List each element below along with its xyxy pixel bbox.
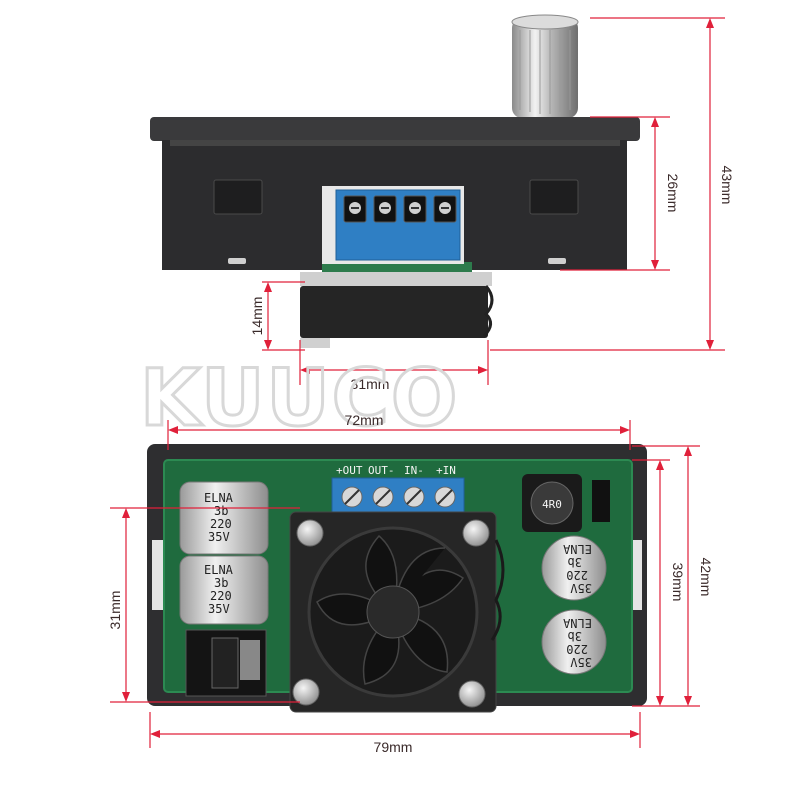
terminal-label-out-minus: OUT- bbox=[368, 464, 395, 477]
screw-icon bbox=[296, 519, 324, 547]
dimension-arrows-board bbox=[122, 426, 692, 738]
screw-icon bbox=[462, 519, 490, 547]
capacitor-value: 220 bbox=[566, 642, 588, 656]
capacitor-brand: ELNA bbox=[204, 563, 234, 577]
input-output-terminal: +OUT OUT- IN- +IN bbox=[331, 464, 465, 513]
dimension-lines-board bbox=[110, 420, 700, 748]
terminal-label-out-plus: +OUT bbox=[336, 464, 363, 477]
dimension-label-42mm: 42mm bbox=[698, 558, 714, 597]
capacitor-series: 3b bbox=[214, 504, 228, 518]
potentiometer-knob bbox=[511, 14, 579, 118]
dimension-label-79mm: 79mm bbox=[374, 739, 413, 755]
board-view: +OUT OUT- IN- +IN 4R0 ELNA 3b 220 35V EL… bbox=[147, 444, 647, 713]
inductor-label: 4R0 bbox=[542, 498, 562, 511]
dimension-label-39mm: 39mm bbox=[670, 563, 686, 602]
capacitor-value: 220 bbox=[210, 517, 232, 531]
dimension-arrows-side bbox=[264, 18, 714, 374]
terminal-label-in-plus: +IN bbox=[436, 464, 456, 477]
capacitor-right-top: 35V 220 3b ELNA bbox=[541, 535, 607, 601]
capacitor-voltage: 35V bbox=[208, 602, 230, 616]
capacitor-voltage: 35V bbox=[208, 530, 230, 544]
cooling-fan-side bbox=[300, 272, 494, 348]
dimension-lines-side bbox=[262, 17, 725, 385]
capacitor-left-top: ELNA 3b 220 35V bbox=[179, 481, 269, 555]
capacitor-brand: ELNA bbox=[204, 491, 234, 505]
mounting-clip bbox=[213, 179, 579, 215]
transformer bbox=[185, 629, 267, 697]
capacitor-brand: ELNA bbox=[562, 616, 592, 630]
capacitor-voltage: 35V bbox=[570, 581, 592, 595]
capacitor-value: 220 bbox=[566, 568, 588, 582]
dimension-label-26mm: 26mm bbox=[665, 174, 681, 213]
terminal-label-in-minus: IN- bbox=[404, 464, 424, 477]
dimension-label-14mm: 14mm bbox=[249, 297, 265, 336]
capacitor-brand: ELNA bbox=[562, 542, 592, 556]
inductor: 4R0 bbox=[522, 474, 582, 532]
front-bezel bbox=[150, 117, 640, 141]
cooling-fan bbox=[289, 511, 505, 713]
pcb-edge bbox=[322, 262, 472, 272]
capacitor-series: 3b bbox=[568, 555, 582, 569]
capacitor-series: 3b bbox=[568, 629, 582, 643]
screw-icon bbox=[458, 680, 486, 708]
capacitor-left-bottom: ELNA 3b 220 35V bbox=[179, 555, 269, 625]
capacitor-series: 3b bbox=[214, 576, 228, 590]
capacitor-value: 220 bbox=[210, 589, 232, 603]
terminal-block bbox=[322, 186, 464, 264]
side-view bbox=[150, 14, 640, 348]
dimension-label-31mm-width: 31mm bbox=[351, 376, 390, 392]
capacitor-voltage: 35V bbox=[570, 655, 592, 669]
dimension-label-31mm-height: 31mm bbox=[107, 591, 123, 630]
capacitor-right-bottom: 35V 220 3b ELNA bbox=[541, 609, 607, 675]
dimension-label-43mm: 43mm bbox=[719, 166, 735, 205]
diode bbox=[592, 480, 610, 522]
screw-icon bbox=[292, 678, 320, 706]
dimension-label-72mm: 72mm bbox=[345, 412, 384, 428]
